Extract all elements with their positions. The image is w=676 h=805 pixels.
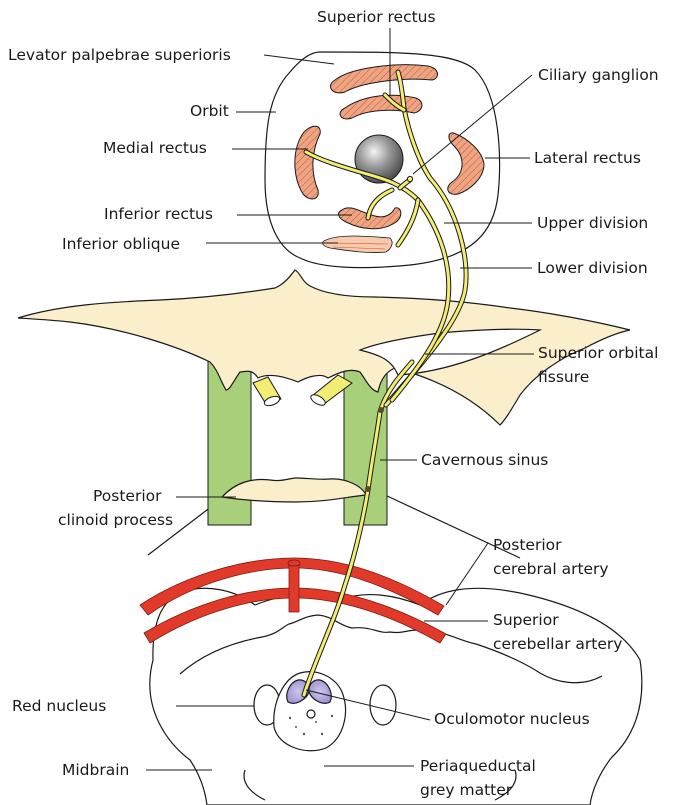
label-ciliary-ganglion: Ciliary ganglion [538,66,659,84]
label-periaqueductal-2: grey matter [420,781,513,799]
label-levator-palpebrae: Levator palpebrae superioris [8,46,231,64]
label-midbrain: Midbrain [62,761,129,779]
label-superior-rectus: Superior rectus [317,8,436,26]
label-periaqueductal-1: Periaqueductal [420,757,536,775]
label-superior-orbital-fissure-2: fissure [538,368,589,386]
red-nucleus-right [370,685,396,725]
label-superior-cerebellar-1: Superior [493,611,559,629]
label-posterior-clinoid-1: Posterior [93,487,162,505]
label-inferior-oblique: Inferior oblique [62,235,180,253]
label-cavernous-sinus: Cavernous sinus [421,451,548,469]
label-lateral-rectus: Lateral rectus [534,149,641,167]
label-posterior-clinoid-2: clinoid process [58,511,173,529]
label-inferior-rectus: Inferior rectus [104,205,213,223]
label-oculomotor-nucleus: Oculomotor nucleus [434,710,590,728]
label-upper-division: Upper division [537,214,648,232]
label-red-nucleus: Red nucleus [12,697,106,715]
label-posterior-cerebral-2: cerebral artery [493,560,609,578]
tentorium-lines [148,495,520,558]
label-medial-rectus: Medial rectus [103,139,207,157]
label-lower-division: Lower division [537,259,648,277]
label-posterior-cerebral-1: Posterior [493,536,562,554]
label-superior-cerebellar-2: cerebellar artery [493,635,622,653]
label-orbit: Orbit [190,102,229,120]
label-superior-orbital-fissure-1: Superior orbital [538,344,658,362]
